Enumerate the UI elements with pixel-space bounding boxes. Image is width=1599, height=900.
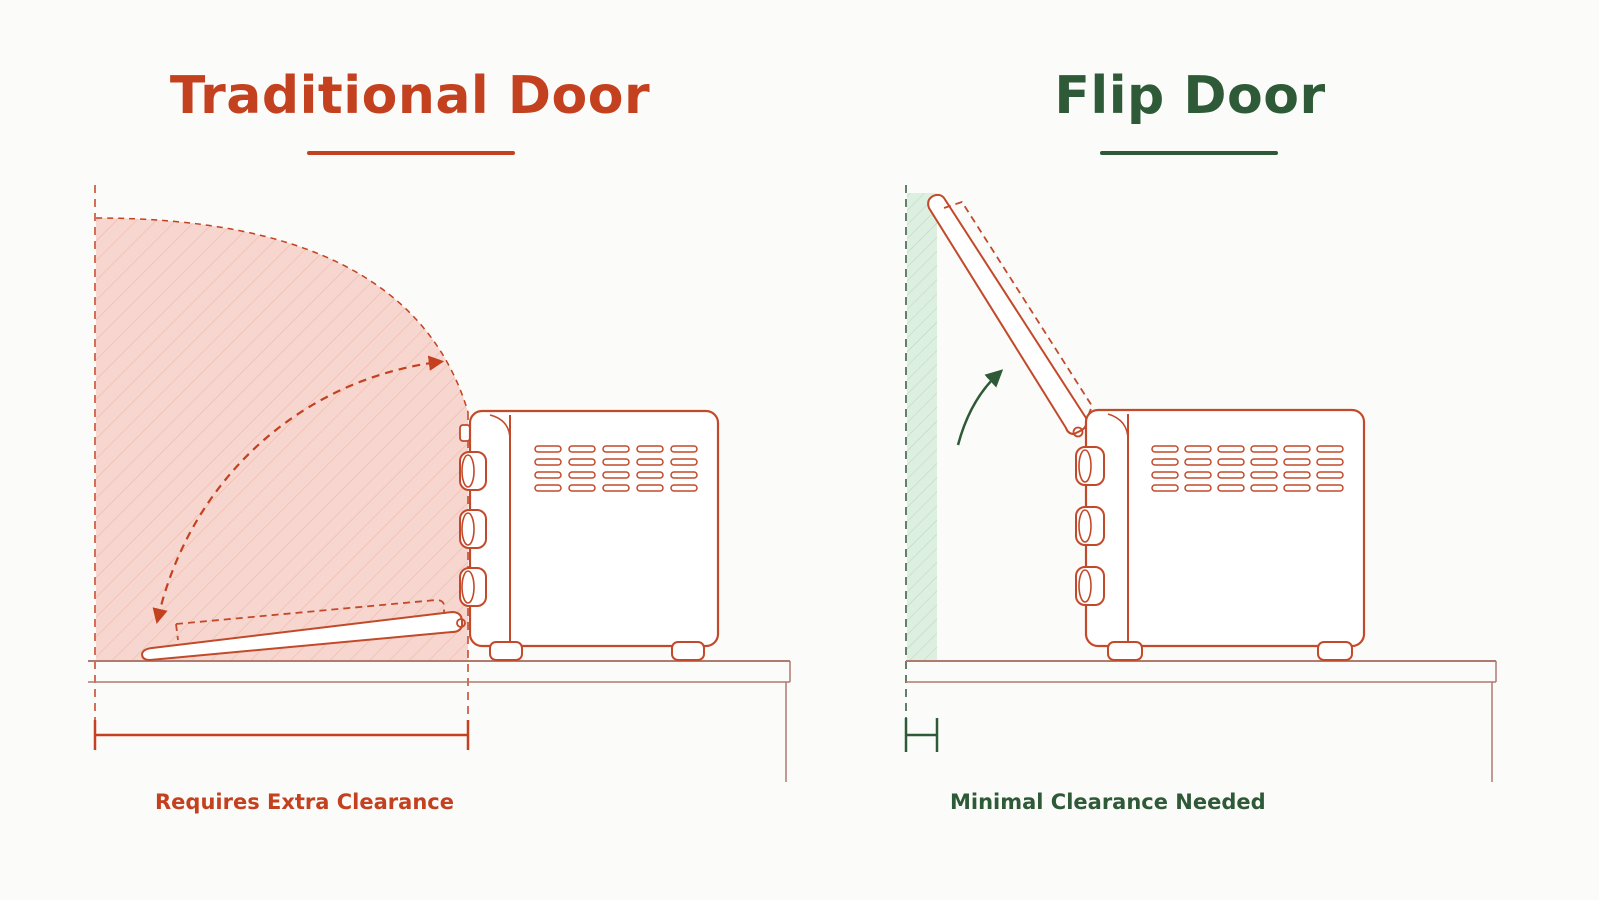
vent-slot (1184, 445, 1212, 453)
vent-slot (670, 471, 698, 479)
vent-slot (602, 471, 630, 479)
vent-slot (670, 484, 698, 492)
control-knobs (1075, 446, 1105, 606)
right-countertop (906, 660, 1497, 782)
flip-clearance-zone (907, 193, 937, 660)
vent-slot (1283, 471, 1311, 479)
swing-arc-outline (95, 217, 469, 413)
traditional-clearance-dimension (93, 720, 470, 750)
flip-clearance-dimension (904, 718, 939, 752)
left-countertop (88, 660, 791, 782)
vent-slot (1151, 471, 1179, 479)
vent-slot (1217, 458, 1245, 466)
flip-title-underline (1100, 151, 1278, 155)
vent-slot (534, 471, 562, 479)
vent-slot (568, 445, 596, 453)
vent-slot (1283, 445, 1311, 453)
flip-clearance-caption: Minimal Clearance Needed (950, 790, 1266, 814)
vent-slot (636, 471, 664, 479)
traditional-door-title: Traditional Door (169, 66, 651, 126)
double-headed-curved-arrow-icon (152, 355, 445, 624)
vent-slot (1184, 471, 1212, 479)
toaster-oven-outline-icon (1075, 408, 1366, 661)
vent-slot (636, 458, 664, 466)
vent-slot (670, 458, 698, 466)
vent-slot (534, 458, 562, 466)
vent-slot (1184, 458, 1212, 466)
vent-slot (1217, 471, 1245, 479)
flip-door-title: Flip Door (1054, 66, 1326, 126)
vent-slot (1316, 458, 1344, 466)
vent-slot (1217, 445, 1245, 453)
vent-slot (602, 445, 630, 453)
vent-slots (1151, 445, 1344, 492)
vent-slot (1283, 484, 1311, 492)
vent-slot (636, 484, 664, 492)
vent-slot (636, 445, 664, 453)
vent-slot (1316, 445, 1344, 453)
vent-slot (1250, 484, 1278, 492)
traditional-swing-zone (96, 218, 468, 660)
vent-slot (1250, 458, 1278, 466)
vent-slot (568, 458, 596, 466)
traditional-clearance-caption: Requires Extra Clearance (155, 790, 454, 814)
vent-slot (1250, 471, 1278, 479)
vent-slot (670, 445, 698, 453)
flip-door-panel (904, 185, 1497, 782)
traditional-door-panel (88, 185, 791, 782)
vent-slot (1151, 484, 1179, 492)
curved-up-arrow-icon (956, 369, 1004, 446)
vent-slot (1217, 484, 1245, 492)
vent-slot (1316, 484, 1344, 492)
vent-slots (534, 445, 698, 492)
vent-slot (1184, 484, 1212, 492)
control-knobs (459, 451, 487, 607)
vent-slot (1283, 458, 1311, 466)
vent-slot (568, 484, 596, 492)
vent-slot (1250, 445, 1278, 453)
flip-raised-door (927, 193, 1094, 438)
vent-slot (602, 458, 630, 466)
vent-slot (568, 471, 596, 479)
vent-slot (1151, 445, 1179, 453)
vent-slot (1151, 458, 1179, 466)
vent-slot (1316, 471, 1344, 479)
vent-slot (602, 484, 630, 492)
vent-slot (534, 484, 562, 492)
traditional-title-underline (307, 151, 515, 155)
vent-slot (534, 445, 562, 453)
toaster-oven-outline-icon (459, 409, 720, 661)
